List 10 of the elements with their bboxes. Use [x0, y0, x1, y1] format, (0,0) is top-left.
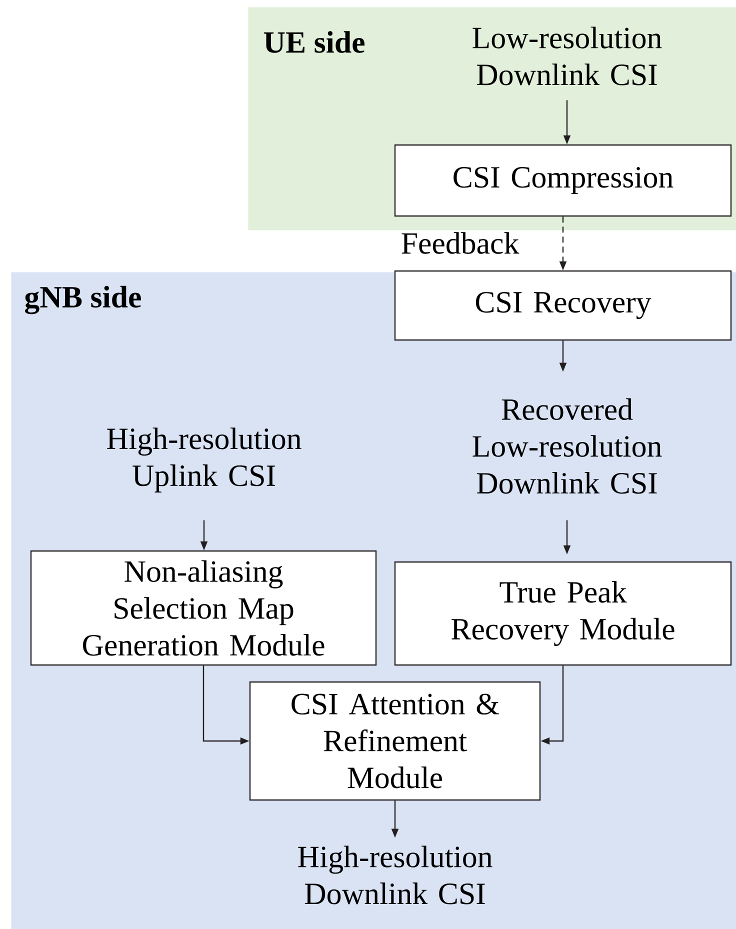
process-box: CSI Compression — [394, 144, 732, 217]
data-label: Low-resolution Downlink CSI — [472, 26, 662, 86]
process-box: CSI Recovery — [394, 270, 732, 341]
edge-label: Feedback — [402, 232, 520, 254]
data-label: High-resolution Downlink CSI — [298, 846, 492, 904]
process-box: True Peak Recovery Module — [394, 561, 732, 666]
data-label: Recovered Low-resolution Downlink CSI — [472, 398, 662, 494]
data-label: High-resolution Uplink CSI — [107, 428, 302, 492]
process-box: CSI Attention & Refinement Module — [249, 681, 541, 801]
process-box: Non-aliasing Selection Map Generation Module — [30, 550, 377, 666]
